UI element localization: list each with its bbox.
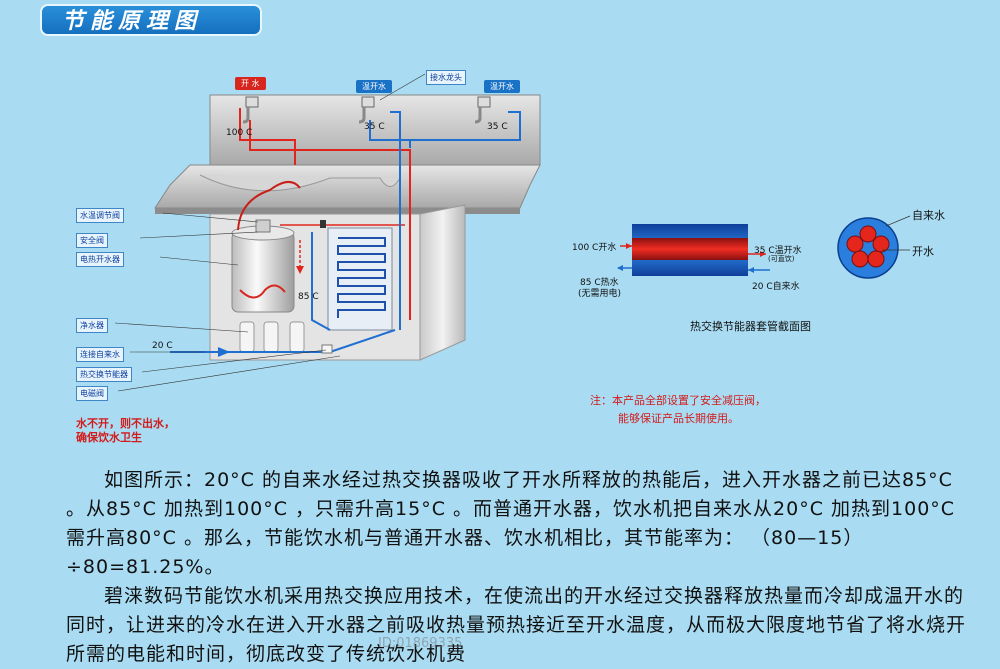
mid-temp-label: 85 C <box>298 292 319 302</box>
warm-faucet-icon <box>358 96 375 124</box>
hygiene-note-line1: 水不开，则不出水， <box>76 417 175 430</box>
warm-temp-label-2: 35 C <box>487 122 508 132</box>
temp-valve-callout: 水温调节阀 <box>76 208 124 223</box>
solenoid-callout: 电磁阀 <box>76 386 108 401</box>
exchanger-diagram <box>617 215 911 279</box>
exchanger-in-tap: 20 C自来水 <box>752 282 800 292</box>
warm-faucet-2-icon <box>474 96 491 124</box>
exchanger-out-85: 85 C热水 <box>580 278 619 288</box>
heater-callout: 电热开水器 <box>76 252 124 267</box>
hot-faucet-icon <box>242 96 259 124</box>
body-paragraph-2: 碧涞数码节能饮水机采用热交换应用技术，在使流出的开水经过交换器释放热量而冷却成温… <box>66 585 967 665</box>
inlet-temp-label: 20 C <box>152 341 173 351</box>
warm-water-tag-2: 温开水 <box>484 80 520 93</box>
exchanger-caption: 热交换节能器套管截面图 <box>690 320 811 333</box>
exchanger-out-warm-sub: (可直饮) <box>768 255 795 263</box>
exchanger-out-85-sub: (无需用电) <box>578 289 622 299</box>
tap-callout: 接水龙头 <box>426 70 466 85</box>
safety-note: 注：本产品全部设置了安全减压阀， 能够保证产品长期使用。 <box>590 392 766 428</box>
hygiene-note: 水不开，则不出水， 确保饮水卫生 <box>76 417 175 445</box>
safety-note-line1: 注：本产品全部设置了安全减压阀， <box>590 394 766 407</box>
machine-diagram <box>114 73 541 392</box>
exchanger-in-hot: 100 C开水 <box>572 243 617 253</box>
warm-water-tag-1: 温开水 <box>356 80 392 93</box>
exchanger-callout: 热交换节能器 <box>76 367 132 382</box>
body-paragraph-1: 如图所示：20°C 的自来水经过热交换器吸收了开水所释放的热能后，进入开水器之前… <box>66 469 956 578</box>
legend-boiling-water: 开水 <box>912 245 934 258</box>
hot-water-tag: 开 水 <box>235 77 266 90</box>
tap-connect-callout: 连接自来水 <box>76 347 124 362</box>
safety-valve-callout: 安全阀 <box>76 233 108 248</box>
purifier-callout: 净水器 <box>76 318 108 333</box>
body-text: 如图所示：20°C 的自来水经过热交换器吸收了开水所释放的热能后，进入开水器之前… <box>66 466 966 669</box>
exchanger-out-warm: 35 C温开水 <box>754 246 802 256</box>
warm-temp-label-1: 35 C <box>364 122 385 132</box>
hygiene-note-line2: 确保饮水卫生 <box>76 431 142 444</box>
hot-temp-label: 100 C <box>226 128 253 138</box>
page-title: 节能原理图 <box>40 4 262 36</box>
safety-note-line2: 能够保证产品长期使用。 <box>618 412 739 425</box>
watermark: ID:01869335 <box>378 636 463 651</box>
legend-tap-water: 自来水 <box>912 209 945 222</box>
